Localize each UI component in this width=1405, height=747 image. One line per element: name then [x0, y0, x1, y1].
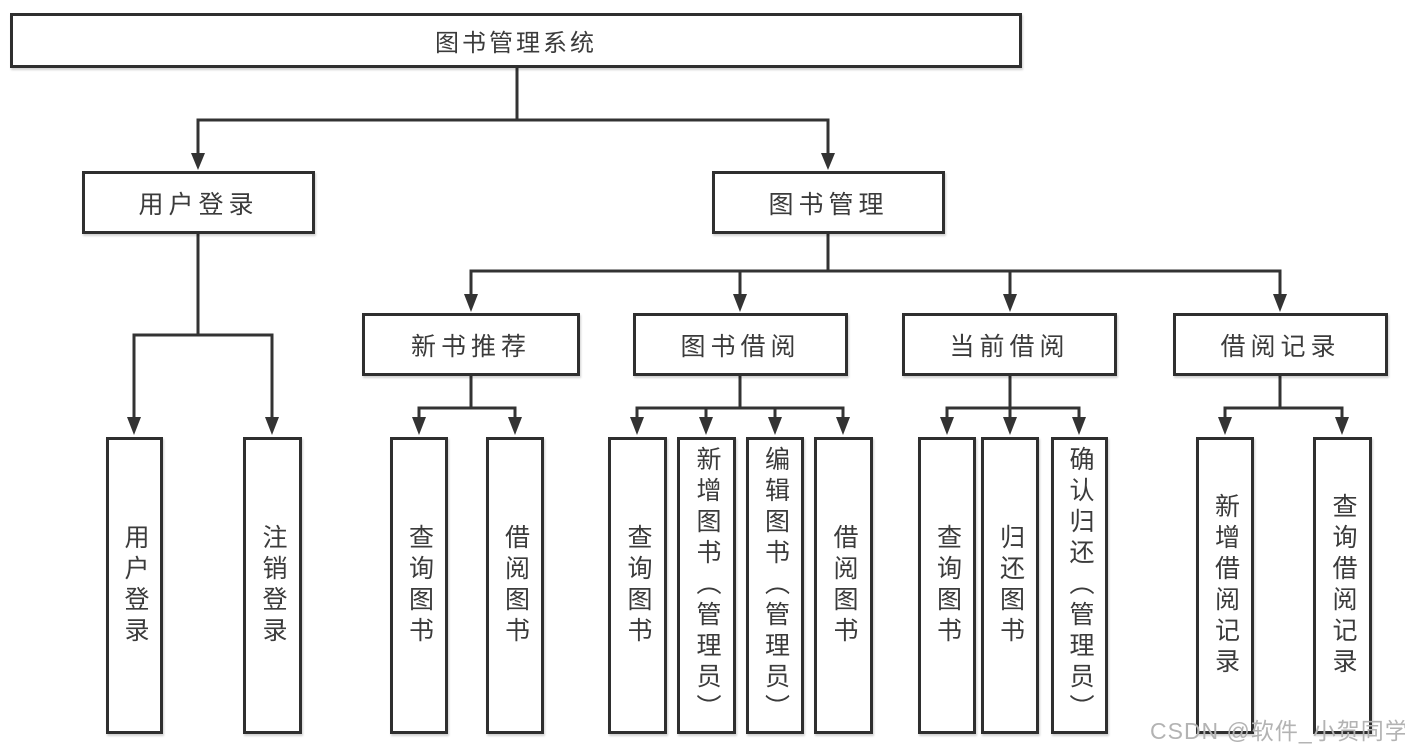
- leaf-user-login-label: 用户登录: [121, 523, 149, 648]
- connector-root: [191, 66, 835, 170]
- connector-current-borrow: [940, 374, 1086, 435]
- leaf-borrow-borrow-book: 借阅图书: [814, 437, 873, 734]
- connector-new-book-recommend: [412, 374, 522, 435]
- leaf-newbook-query-book-label: 查询图书: [405, 523, 434, 648]
- leaf-borrow-query-book-label: 查询图书: [624, 523, 652, 648]
- leaf-current-return-book: 归还图书: [981, 437, 1039, 734]
- leaf-borrow-borrow-book-label: 借阅图书: [830, 523, 858, 648]
- leaf-current-query-book-label: 查询图书: [933, 523, 962, 648]
- leaf-current-confirm-return-admin-label: 确认归还（管理员）: [1066, 446, 1094, 725]
- leaf-record-add-record-label: 新增借阅记录: [1211, 492, 1240, 679]
- node-book-management: 图书管理: [712, 171, 945, 234]
- node-new-book-recommend-label: 新书推荐: [410, 332, 531, 361]
- connector-borrow-record: [1218, 374, 1349, 435]
- node-user-login-label: 用户登录: [138, 190, 259, 219]
- leaf-borrow-add-book-admin: 新增图书（管理员）: [677, 437, 736, 734]
- leaf-logout-label: 注销登录: [259, 523, 287, 648]
- leaf-current-query-book: 查询图书: [918, 437, 976, 734]
- leaf-current-return-book-label: 归还图书: [996, 523, 1025, 648]
- leaf-borrow-add-book-admin-label: 新增图书（管理员）: [693, 446, 721, 725]
- leaf-borrow-edit-book-admin-label: 编辑图书（管理员）: [761, 446, 790, 725]
- node-new-book-recommend: 新书推荐: [362, 313, 580, 376]
- connector-book-borrow: [630, 374, 850, 435]
- node-current-borrow: 当前借阅: [902, 313, 1117, 376]
- leaf-user-login: 用户登录: [106, 437, 163, 734]
- node-borrow-record: 借阅记录: [1173, 313, 1388, 376]
- node-book-borrow-label: 图书借阅: [680, 332, 801, 361]
- leaf-current-confirm-return-admin: 确认归还（管理员）: [1051, 437, 1108, 734]
- node-book-management-label: 图书管理: [768, 190, 889, 219]
- leaf-borrow-edit-book-admin: 编辑图书（管理员）: [746, 437, 804, 734]
- leaf-logout: 注销登录: [243, 437, 302, 734]
- leaf-record-query-record-label: 查询借阅记录: [1329, 492, 1357, 679]
- node-root: 图书管理系统: [10, 13, 1022, 68]
- watermark: CSDN @软件_小贺同学: [1150, 718, 1405, 744]
- node-root-label: 图书管理系统: [435, 30, 597, 57]
- node-current-borrow-label: 当前借阅: [949, 332, 1070, 361]
- leaf-newbook-query-book: 查询图书: [390, 437, 448, 734]
- leaf-newbook-borrow-book: 借阅图书: [486, 437, 544, 734]
- connector-book-management: [464, 232, 1287, 312]
- connector-user-login: [127, 232, 279, 435]
- node-user-login: 用户登录: [82, 171, 315, 234]
- node-borrow-record-label: 借阅记录: [1220, 332, 1341, 361]
- node-book-borrow: 图书借阅: [633, 313, 848, 376]
- leaf-record-add-record: 新增借阅记录: [1196, 437, 1254, 734]
- leaf-borrow-query-book: 查询图书: [608, 437, 667, 734]
- leaf-record-query-record: 查询借阅记录: [1313, 437, 1372, 734]
- leaf-newbook-borrow-book-label: 借阅图书: [501, 523, 530, 648]
